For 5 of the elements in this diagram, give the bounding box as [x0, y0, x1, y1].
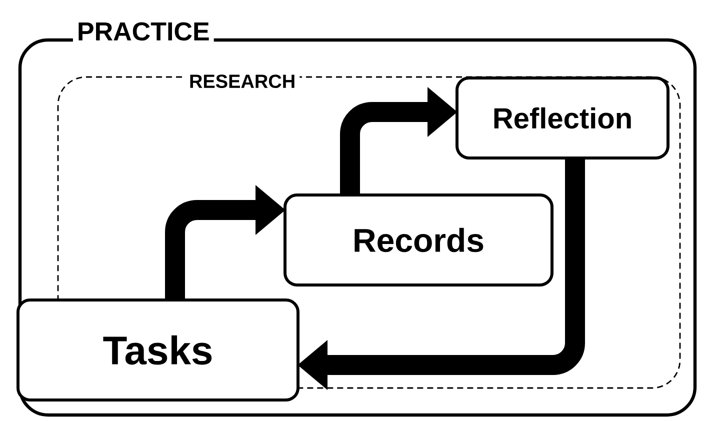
frame-title: RESEARCH: [185, 70, 300, 92]
process-box: Records: [284, 194, 554, 286]
process-box: Tasks: [16, 298, 300, 402]
process-box: Reflection: [456, 76, 670, 160]
frame-title: PRACTICE: [72, 18, 214, 45]
